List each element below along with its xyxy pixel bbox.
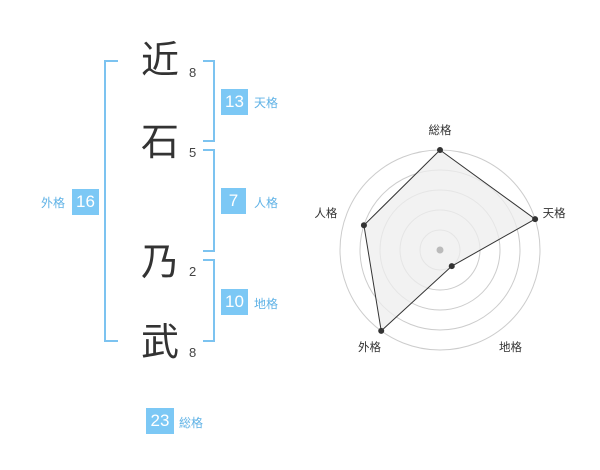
chikaku-label: 地格 [254, 297, 279, 311]
gaikaku-bracket [104, 60, 118, 342]
stroke-count-1: 8 [189, 65, 197, 80]
gaikaku-label: 外格 [41, 196, 66, 210]
tenkaku-bracket [203, 60, 215, 142]
radar-point-4 [378, 327, 385, 334]
stroke-count-4: 8 [189, 345, 197, 360]
jinkaku-label: 人格 [254, 196, 279, 210]
radar-point-3 [448, 263, 455, 270]
name-char-2: 石 [140, 120, 179, 164]
radar-point-2 [532, 216, 539, 223]
stroke-count-3: 2 [189, 264, 197, 279]
radar-point-5 [360, 222, 367, 229]
radar-area [363, 149, 537, 332]
radar-axis-label-1: 総格 [429, 123, 452, 137]
chikaku-bracket [203, 259, 215, 342]
radar-axis-label-3: 地格 [499, 340, 522, 354]
name-char-1: 近 [140, 38, 179, 82]
radar-axis-label-4: 外格 [358, 340, 381, 354]
chikaku-value: 10 [221, 289, 248, 315]
tenkaku-label: 天格 [254, 96, 279, 110]
radar-center-dot [436, 246, 444, 254]
radar-axis-label-2: 天格 [543, 206, 566, 220]
radar-axis-label-5: 人格 [314, 206, 337, 220]
gaikaku-value: 16 [72, 189, 99, 215]
soukaku-value: 23 [146, 408, 174, 434]
jinkaku-value: 7 [221, 188, 246, 214]
name-char-4: 武 [140, 320, 179, 364]
tenkaku-value: 13 [221, 89, 248, 115]
radar-point-1 [437, 147, 443, 153]
jinkaku-bracket [203, 149, 215, 252]
soukaku-label: 総格 [179, 416, 204, 430]
stroke-count-2: 5 [189, 145, 197, 160]
name-char-3: 乃 [140, 240, 179, 284]
